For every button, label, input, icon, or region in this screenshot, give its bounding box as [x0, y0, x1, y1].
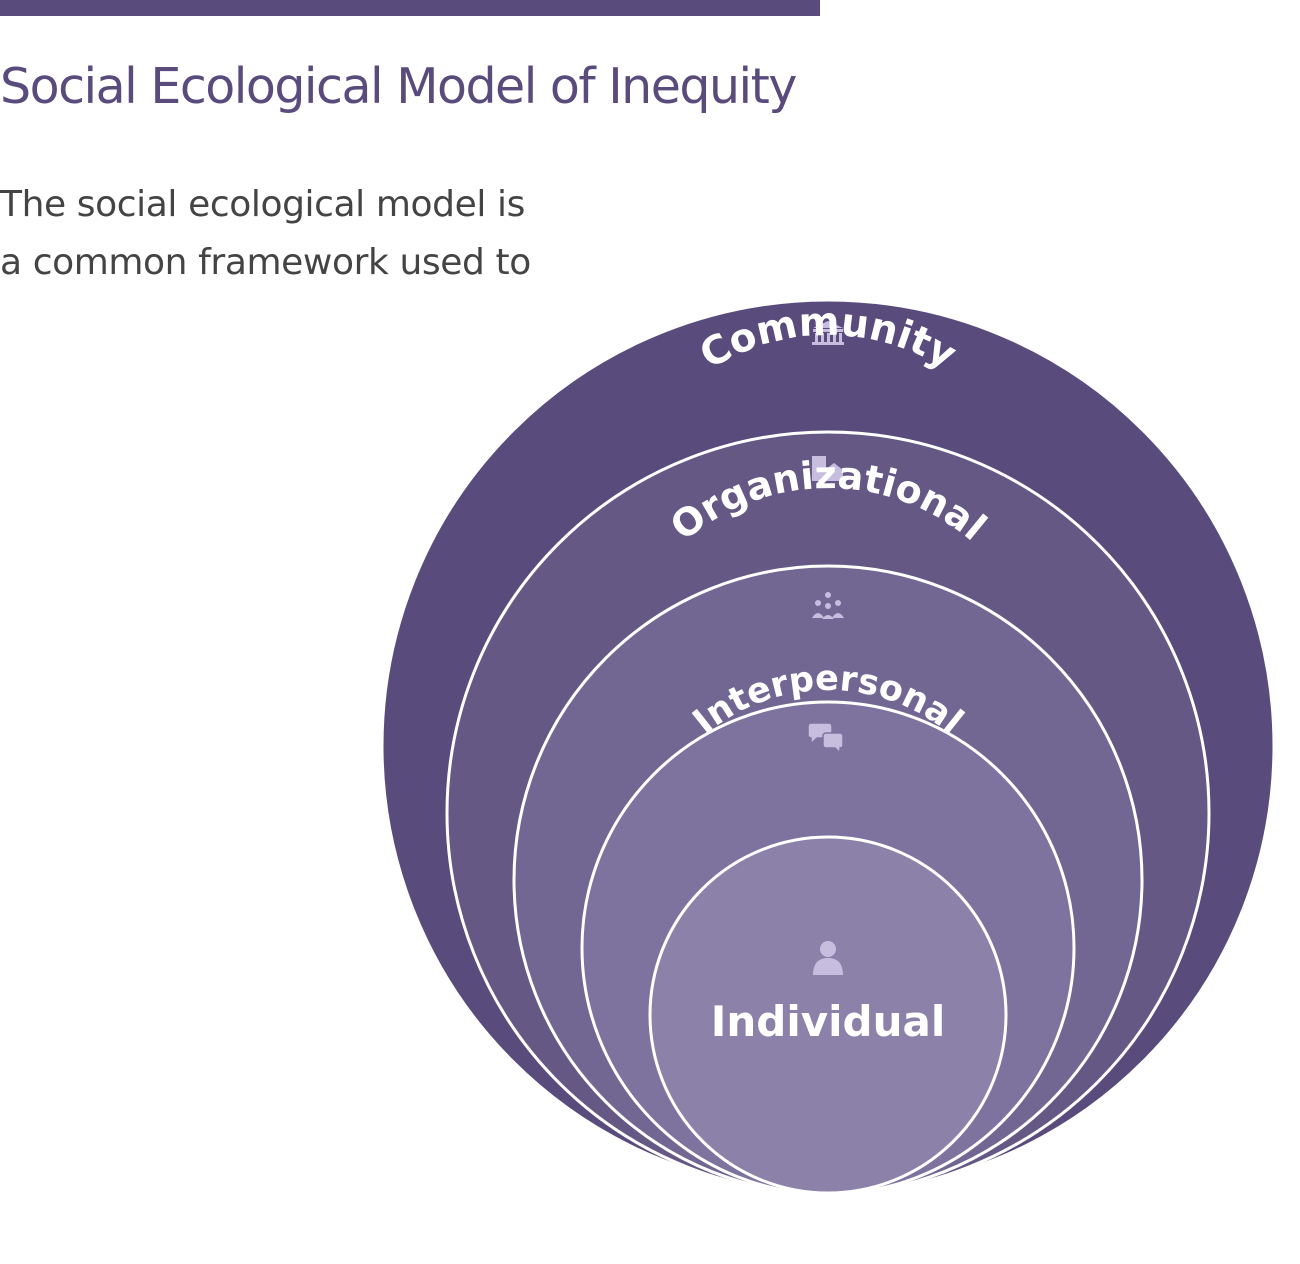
- ring-individual-shape: [648, 835, 1008, 1195]
- chat-bubbles-icon: [807, 722, 844, 755]
- intro-line-2: a common framework used to: [0, 242, 531, 283]
- people-group-icon: [812, 592, 844, 619]
- ring-individual: [648, 835, 1008, 1195]
- label-public-policy-text: Public Policy: [679, 165, 978, 251]
- person-icon: [813, 941, 843, 975]
- community-icon: [812, 456, 843, 481]
- page-title: Social Ecological Model of Inequity: [0, 58, 797, 115]
- label-public-policy: Public Policy: [679, 165, 978, 251]
- top-accent-bar: [0, 0, 820, 16]
- building-icon: [812, 321, 844, 345]
- intro-line-1: The social ecological model is: [0, 184, 525, 225]
- label-individual: Individual: [711, 997, 945, 1046]
- intro-text: The social ecological model is a common …: [0, 176, 620, 292]
